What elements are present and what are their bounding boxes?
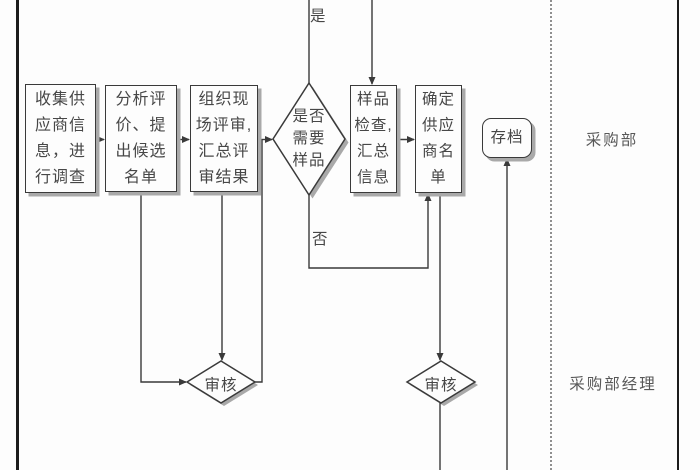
lane-divider-dotted [550,0,552,470]
decision-review-1-shape [185,360,257,404]
node-collect-supplier-info: 收集供 应商信 息，进 行调查 [25,84,96,193]
decision-review-2-label: 审核 [424,377,458,394]
node-organize-onsite-review: 组织现 场评审, 汇总评 审结果 [190,85,258,192]
connector-lines [96,0,511,470]
label-no: 否 [312,231,328,248]
lane-label-purchasing-dept-manager: 采购部经理 [569,376,657,393]
decision-review-1-label: 审核 [204,377,238,394]
left-border-line [16,0,19,470]
label-yes: 是 [310,8,326,25]
lane-label-purchasing-dept: 采购部 [585,132,639,149]
node-confirm-supplier-list: 确定 供应 商名 单 [415,85,462,193]
node-sample-inspection: 样品 检查, 汇总 信息 [350,85,397,193]
node-archive: 存档 [482,118,532,158]
node-analyze-evaluate: 分析评 价、提 出候选 名单 [105,85,177,192]
decision-need-sample-shape [272,81,346,197]
decision-review-2-shape [405,360,477,404]
decision-need-sample-label: 是否 需要 样品 [292,108,326,169]
right-border-line [677,0,679,470]
